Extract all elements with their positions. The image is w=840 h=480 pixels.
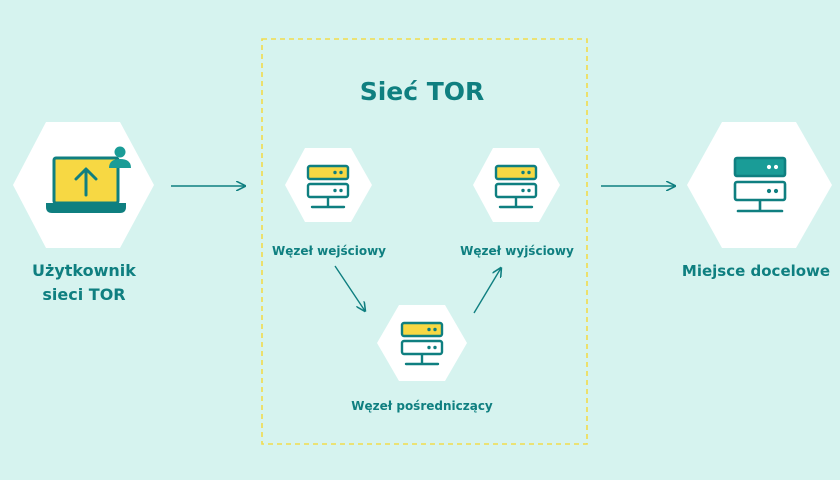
entry-node: [285, 148, 372, 222]
arrow-entry-to-middle: [334, 265, 365, 311]
user-label-line2: sieci TOR: [42, 285, 125, 304]
user-node: [13, 122, 154, 248]
server-stack-icon: [306, 164, 350, 209]
exit-node: [473, 148, 560, 222]
arrow-middle-to-exit: [473, 268, 501, 314]
laptop-upload-icon: [46, 156, 126, 213]
network-title: Sieć TOR: [360, 77, 485, 106]
user-badge-icon: [109, 146, 131, 168]
entry-node-label: Węzeł wejściowy: [272, 244, 386, 258]
middle-node-label: Węzeł pośredniczący: [351, 399, 493, 413]
server-stack-icon: [400, 321, 444, 366]
middle-node: [377, 305, 467, 381]
user-label-line1: Użytkownik: [32, 261, 136, 280]
destination-label: Miejsce docelowe: [682, 262, 830, 280]
tor-network-boundary: [261, 38, 588, 445]
destination-node: [687, 122, 832, 248]
server-stack-icon: [494, 164, 538, 209]
exit-node-label: Węzeł wyjściowy: [460, 244, 574, 258]
server-stack-icon: [733, 156, 787, 213]
